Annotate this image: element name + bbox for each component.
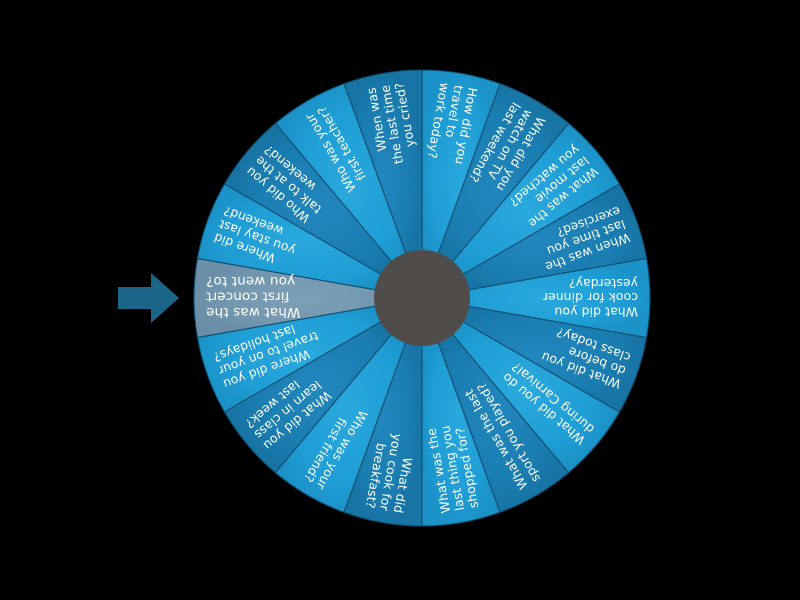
segment-label-group: What was thefirst concertyou went to? bbox=[206, 273, 300, 320]
segment-label-line: first concert bbox=[206, 289, 289, 305]
segment-label-line: you went to? bbox=[206, 273, 295, 289]
segment-label-group: What did youcook for dinneryesterday? bbox=[542, 276, 638, 319]
segment-label: What did youcook for dinneryesterday? bbox=[542, 276, 638, 319]
spinner-pointer[interactable] bbox=[118, 270, 180, 326]
wheel-segments[interactable] bbox=[193, 69, 651, 527]
pointer-arrow-icon[interactable] bbox=[118, 273, 179, 323]
segment-label-line: What was the bbox=[206, 304, 300, 320]
segment-label-line: What did you bbox=[554, 304, 638, 319]
wheel-segment[interactable] bbox=[196, 183, 416, 298]
wheel-hub[interactable] bbox=[374, 250, 470, 346]
segment-label-line: yesterday? bbox=[569, 276, 638, 291]
segment-label-line: cook for dinner bbox=[542, 290, 638, 305]
segment-label: What was thefirst concertyou went to? bbox=[206, 273, 300, 320]
